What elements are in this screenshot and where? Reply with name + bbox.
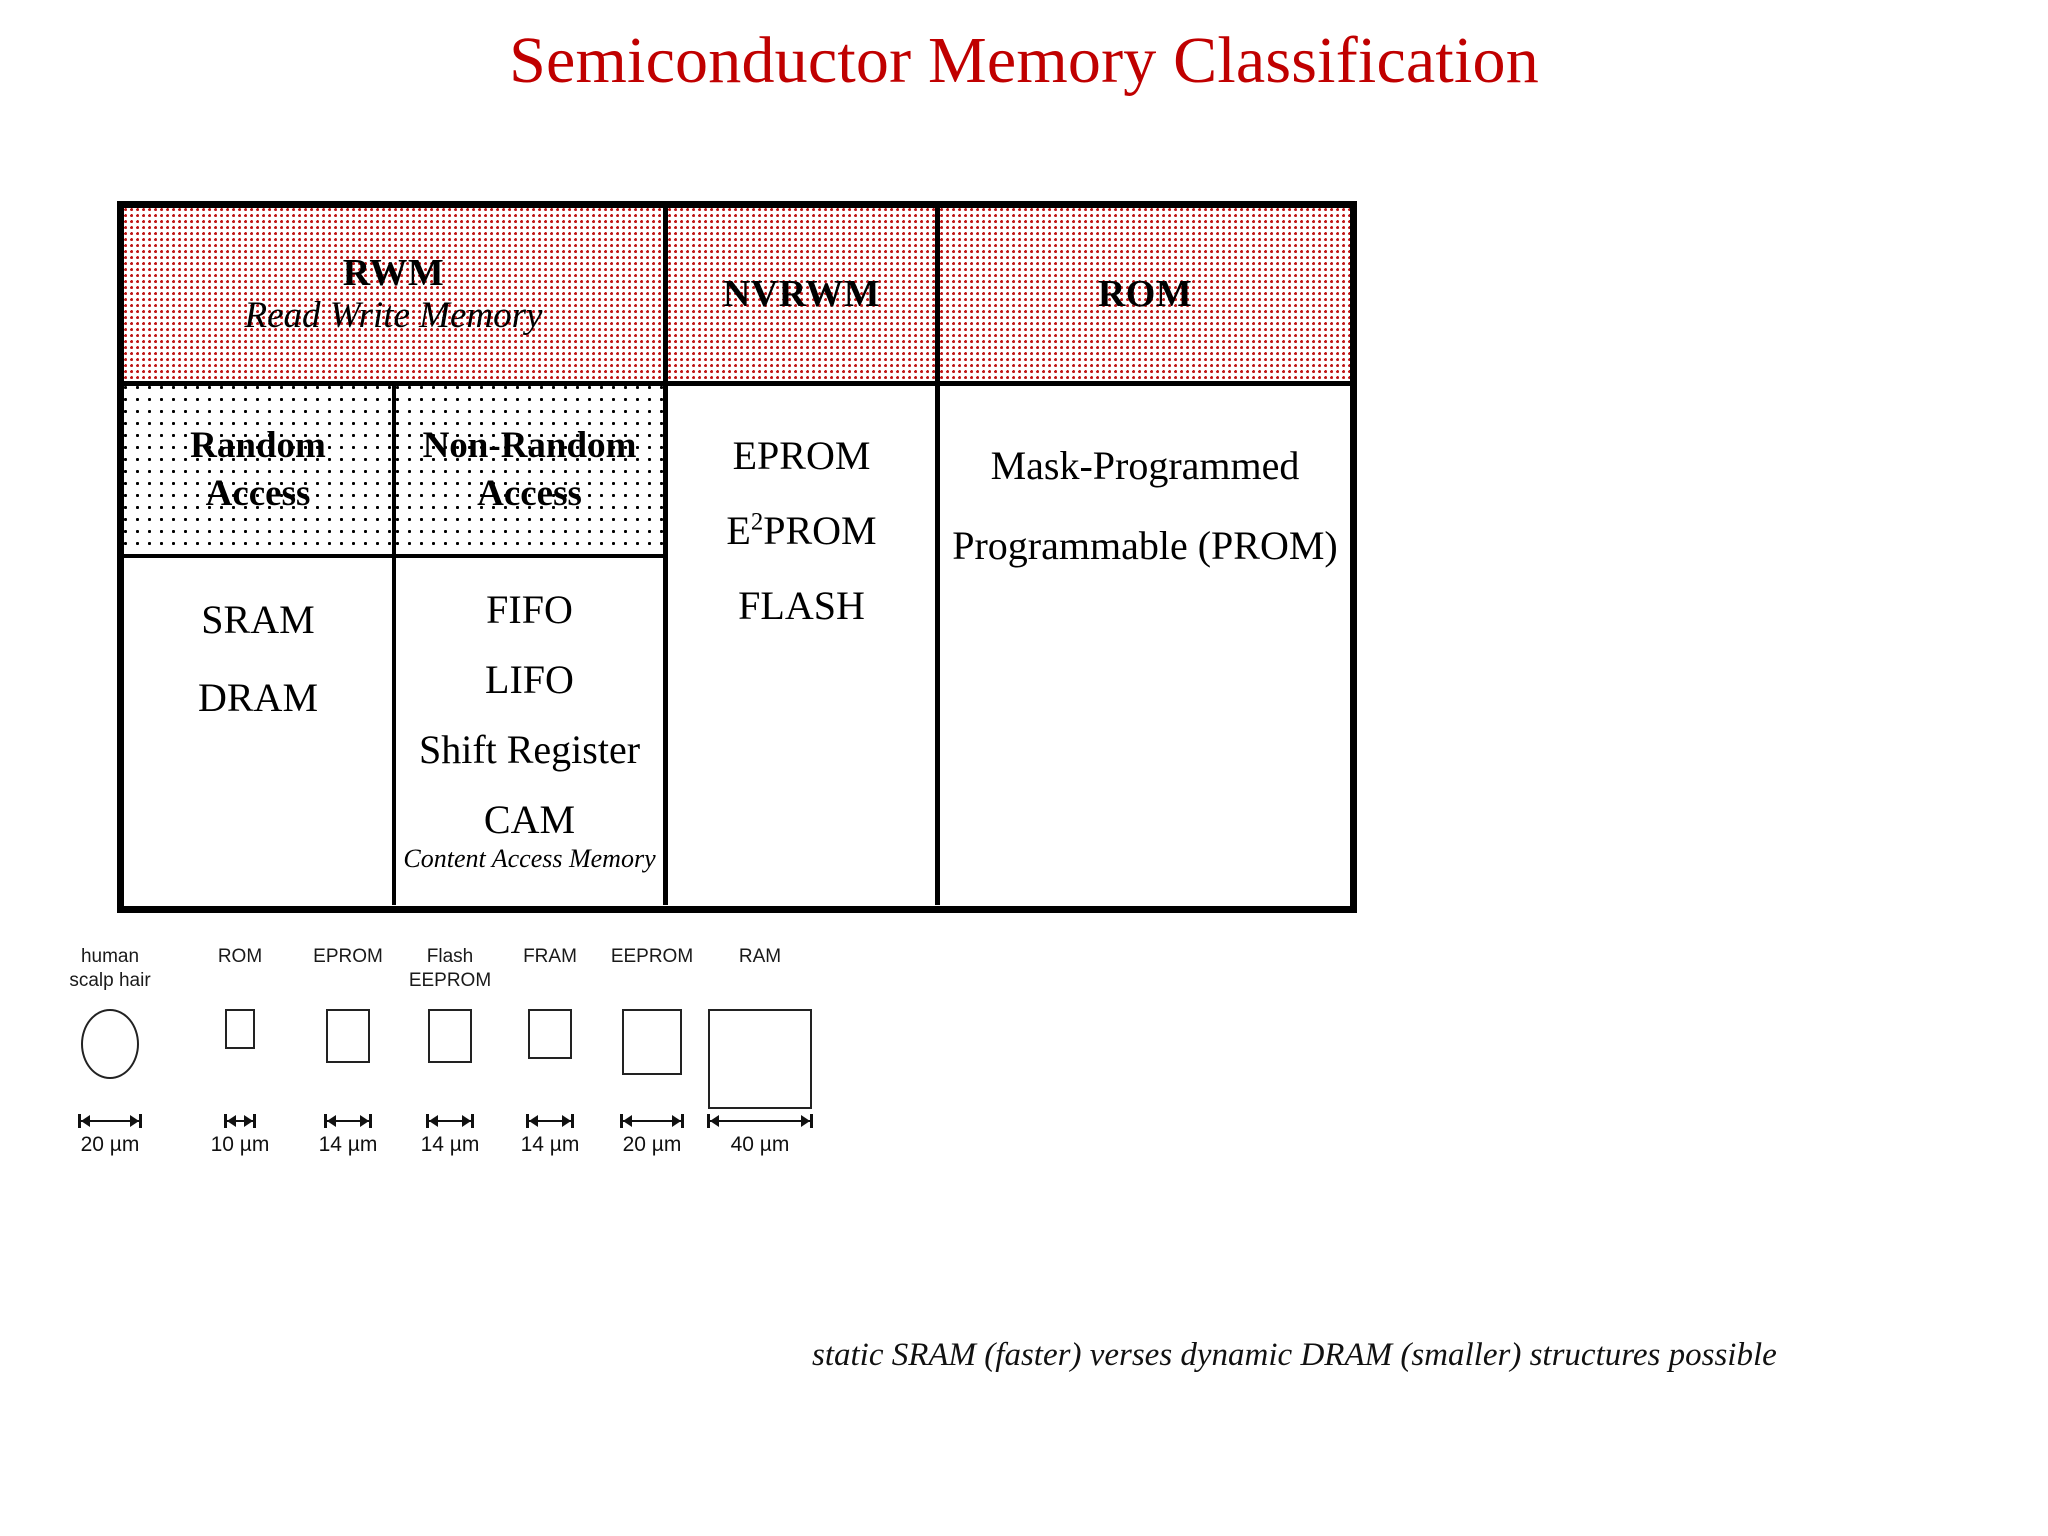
dim-arrow-eprom: [293, 1113, 403, 1129]
non-random-access-items-cell: FIFO LIFO Shift Register CAM Content Acc…: [396, 558, 668, 905]
table-header-rom: ROM: [940, 208, 1350, 386]
table-header-nvrwm: NVRWM: [668, 208, 940, 386]
dim-text-eeprom: 20 µm: [622, 1133, 682, 1156]
dim-text-rom: 10 µm: [210, 1133, 270, 1156]
ram-box-shape: [708, 1008, 812, 1109]
random-access-item-sram: SRAM: [201, 597, 315, 642]
size-label-rom-line1: ROM: [217, 946, 263, 967]
dim-text-flash-eeprom: 14 µm: [420, 1133, 480, 1156]
dim-text-human-scalp-hair: 20 µm: [80, 1133, 140, 1156]
rwm-expansion: Read Write Memory: [244, 294, 543, 336]
nvrwm-abbr: NVRWM: [722, 273, 881, 316]
size-label-human-scalp-hair-line2: scalp hair: [69, 969, 151, 991]
size-label-ram-line2: [705, 969, 815, 993]
e2prom-superscript: 2: [750, 508, 764, 536]
size-col-human-scalp-hair: human scalp hair: [55, 945, 165, 1119]
eeprom-box-shape: [622, 1008, 682, 1075]
memory-cell-size-diagram: human scalp hair 20 µm ROM: [55, 945, 815, 1195]
size-label-eeprom-line1: EEPROM: [610, 946, 694, 967]
size-label-eprom-line2: [293, 969, 403, 993]
size-label-fram-line2: [495, 969, 605, 993]
page-title: Semiconductor Memory Classification: [509, 24, 1539, 97]
dim-arrow-eeprom: [590, 1113, 714, 1129]
size-label-fram-line1: FRAM: [523, 946, 577, 967]
dim-arrow-rom: [195, 1113, 285, 1129]
non-random-access-line2: Access: [477, 473, 582, 514]
size-label-flash-eeprom-line1: Flash: [426, 946, 474, 967]
size-dim-human-scalp-hair: 20 µm: [55, 1113, 165, 1156]
non-random-item-cam: CAM: [483, 797, 576, 842]
random-access-items-cell: SRAM DRAM: [124, 558, 396, 905]
dim-text-ram: 40 µm: [730, 1133, 790, 1156]
dim-arrow-fram: [495, 1113, 605, 1129]
size-col-rom: ROM: [195, 945, 285, 1119]
nvrwm-item-eprom: EPROM: [732, 433, 871, 478]
size-col-flash-eeprom: Flash EEPROM: [395, 945, 505, 1119]
non-random-item-lifo: LIFO: [485, 657, 574, 702]
dim-text-fram: 14 µm: [520, 1133, 580, 1156]
size-dim-ram: 40 µm: [705, 1113, 815, 1156]
size-dim-rom: 10 µm: [195, 1113, 285, 1156]
rom-box-shape: [225, 1008, 255, 1049]
size-col-ram: RAM: [705, 945, 815, 1119]
eprom-box-shape: [326, 1008, 370, 1063]
sram-dram-caption: static SRAM (faster) verses dynamic DRAM…: [812, 1337, 1777, 1373]
size-label-eeprom-line2: [590, 969, 714, 993]
non-random-access-line1: Non-Random: [422, 424, 637, 466]
subheader-non-random-access: Non-Random Access: [396, 386, 668, 558]
size-label-ram-line1: RAM: [738, 946, 782, 967]
random-access-line2: Access: [205, 473, 311, 514]
size-dim-flash-eeprom: 14 µm: [395, 1113, 505, 1156]
size-col-eprom: EPROM: [293, 945, 403, 1119]
nvrwm-items-cell: EPROM E2PROM FLASH: [668, 386, 940, 905]
rwm-abbr: RWM: [342, 251, 445, 294]
rom-items-cell: Mask-Programmed Programmable (PROM): [940, 386, 1350, 905]
size-label-rom-line2: [195, 969, 285, 993]
random-access-line1: Random: [190, 424, 326, 466]
random-access-item-dram: DRAM: [197, 675, 319, 720]
size-col-fram: FRAM: [495, 945, 605, 1119]
e2prom-suffix: PROM: [763, 508, 877, 553]
dim-arrow-flash-eeprom: [395, 1113, 505, 1129]
non-random-item-fifo: FIFO: [486, 587, 573, 632]
rom-item-programmable-prom: Programmable (PROM): [952, 523, 1338, 568]
memory-classification-table: RWM Read Write Memory NVRWM ROM Random A…: [117, 201, 1357, 913]
size-col-eeprom: EEPROM: [590, 945, 714, 1119]
size-dim-eprom: 14 µm: [293, 1113, 403, 1156]
size-label-human-scalp-hair-line1: human: [80, 946, 140, 967]
nvrwm-item-e2prom: E2PROM: [726, 508, 877, 553]
nvrwm-item-flash: FLASH: [738, 583, 865, 628]
rom-item-mask-programmed: Mask-Programmed: [990, 443, 1300, 488]
hair-ellipse-shape: [81, 1008, 139, 1079]
cam-expansion-note: Content Access Memory: [403, 844, 656, 873]
flash-eeprom-box-shape: [428, 1008, 472, 1063]
table-header-rwm: RWM Read Write Memory: [124, 208, 668, 386]
size-dim-eeprom: 20 µm: [590, 1113, 714, 1156]
dim-text-eprom: 14 µm: [318, 1133, 378, 1156]
dim-arrow-human-scalp-hair: [55, 1113, 165, 1129]
size-label-flash-eeprom-line2: EEPROM: [408, 969, 492, 991]
size-label-eprom-line1: EPROM: [313, 946, 383, 967]
rom-abbr: ROM: [1097, 273, 1193, 316]
fram-box-shape: [528, 1008, 572, 1059]
non-random-item-shift-register: Shift Register: [418, 727, 641, 772]
e2prom-prefix: E: [726, 508, 751, 553]
size-dim-fram: 14 µm: [495, 1113, 605, 1156]
dim-arrow-ram: [705, 1113, 815, 1129]
subheader-random-access: Random Access: [124, 386, 396, 558]
